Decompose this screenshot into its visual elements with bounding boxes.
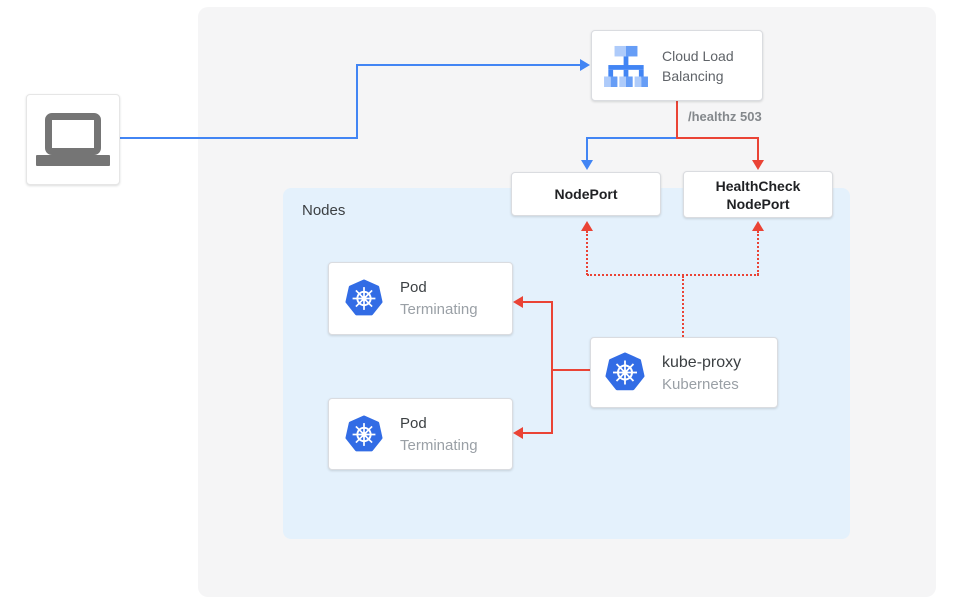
- edge-kubeproxy-out-h: [552, 369, 590, 371]
- arrowhead-dotted-healthcheck: [752, 221, 764, 231]
- pod1-node: Pod Terminating: [328, 262, 513, 335]
- pod2-node: Pod Terminating: [328, 398, 513, 470]
- arrowhead-dotted-nodeport: [581, 221, 593, 231]
- clb-title: Cloud Load Balancing: [662, 47, 734, 84]
- nodes-panel-label: Nodes: [302, 202, 346, 219]
- edge-client-to-clb-h1: [120, 137, 357, 139]
- pod1-status: Terminating: [400, 301, 478, 318]
- edge-client-to-clb-h2: [356, 64, 582, 66]
- kube-proxy-subtitle: Kubernetes: [662, 375, 739, 393]
- edge-dotted-to-nodeport-v: [586, 231, 588, 275]
- cloud-load-balancing-icon: [603, 45, 649, 87]
- cloud-load-balancing-node: Cloud Load Balancing: [591, 30, 763, 101]
- arrowhead-into-nodeport: [581, 160, 593, 170]
- edge-kubeproxy-dotted-v: [682, 276, 684, 337]
- client-node: [26, 94, 120, 185]
- edge-clb-healthcheck-v2: [757, 137, 759, 161]
- kube-proxy-node: kube-proxy Kubernetes: [590, 337, 778, 408]
- pod2-status: Terminating: [400, 436, 478, 454]
- kubernetes-icon: [345, 414, 383, 454]
- pod2-title: Pod: [400, 414, 427, 432]
- healthz-503-edge-label: /healthz 503: [688, 109, 762, 124]
- kubernetes-icon: [345, 279, 383, 318]
- pod1-title: Pod: [400, 279, 427, 296]
- laptop-icon: [36, 113, 110, 166]
- edge-clb-healthcheck-v1: [676, 101, 678, 139]
- edge-kubeproxy-pod1-h: [523, 301, 552, 303]
- arrowhead-into-pod2: [513, 427, 523, 439]
- arrowhead-into-pod1: [513, 296, 523, 308]
- kube-proxy-title: kube-proxy: [662, 353, 742, 371]
- edge-clb-to-nodeport-h: [586, 137, 678, 139]
- edge-kubeproxy-pod2-h: [523, 432, 552, 434]
- healthcheck-nodeport-title: HealthCheck NodePort: [715, 177, 801, 212]
- arrowhead-into-clb: [580, 59, 590, 71]
- edge-dotted-to-healthcheck-v: [757, 231, 759, 275]
- healthcheck-nodeport-node: HealthCheck NodePort: [683, 171, 833, 218]
- edge-clb-healthcheck-h: [676, 137, 759, 139]
- nodeport-title: NodePort: [554, 186, 618, 202]
- edge-client-to-clb-v: [356, 64, 358, 139]
- nodeport-node: NodePort: [511, 172, 661, 216]
- kubernetes-icon: [605, 352, 645, 393]
- edge-clb-to-nodeport-v: [586, 137, 588, 161]
- arrowhead-into-healthcheck-nodeport: [752, 160, 764, 170]
- edge-kubeproxy-pods-v: [551, 301, 553, 434]
- edge-kubeproxy-dotted-h: [587, 274, 759, 276]
